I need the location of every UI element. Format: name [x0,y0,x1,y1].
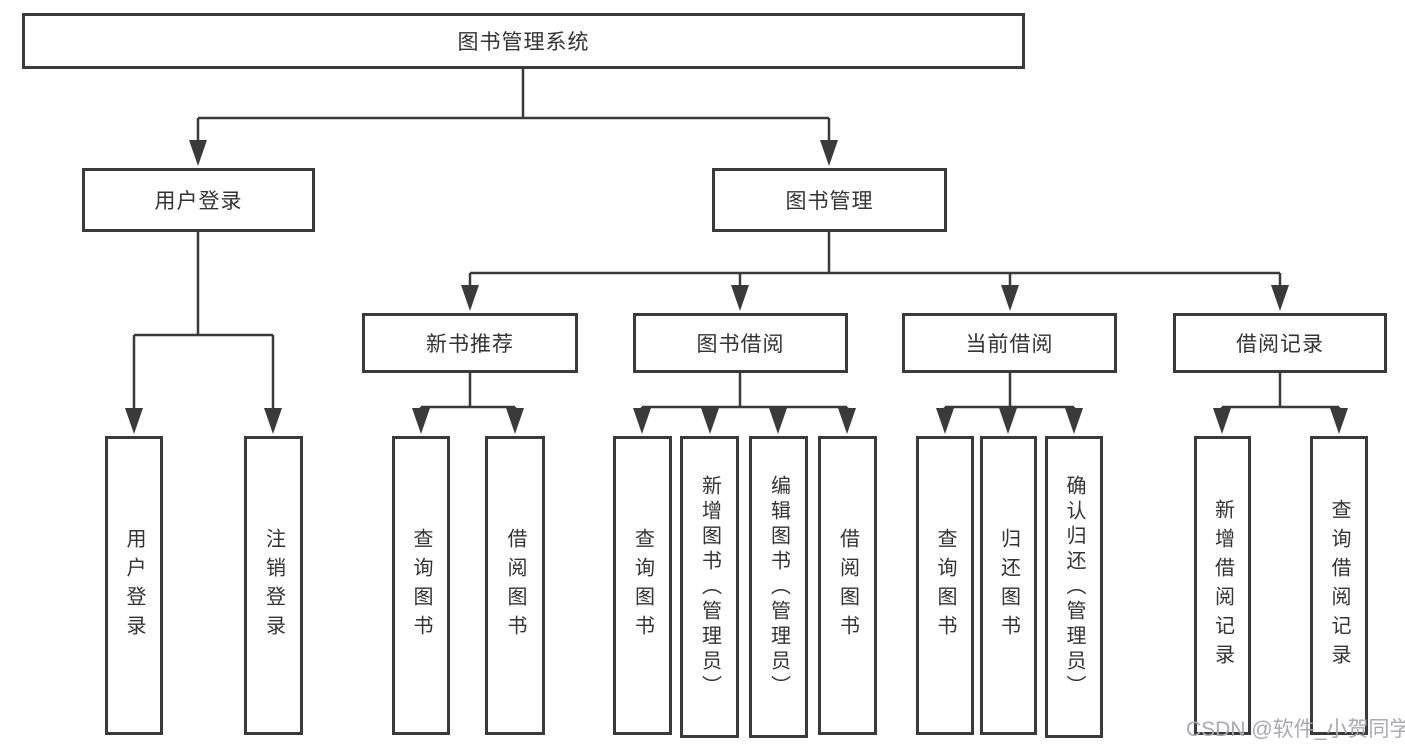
node-label: 借阅图书 [836,527,859,644]
node-label: 归还图书 [997,527,1020,644]
node-label: 图书管理 [785,190,874,213]
node-label: 图书借阅 [696,333,785,356]
leaf-borrow-books-recommend: 借阅图书 [485,436,545,735]
node-root: 图书管理系统 [22,13,1025,69]
node-book-management: 图书管理 [712,168,947,232]
leaf-add-borrow-record: 新增借阅记录 [1194,436,1251,735]
node-label: 用户登录 [123,527,145,644]
node-book-borrow: 图书借阅 [633,313,848,373]
node-label: 图书管理系统 [457,31,590,54]
node-label: 查询图书 [631,527,654,644]
arrowhead-group [125,140,1348,434]
node-label: 新增图书（管理员） [698,474,721,700]
leaf-query-books-current: 查询图书 [916,436,974,735]
leaf-logout: 注销登录 [244,436,303,735]
node-current-borrow: 当前借阅 [902,313,1117,373]
node-label: 用户登录 [154,190,243,213]
node-label: 当前借阅 [965,333,1054,356]
node-new-book-recommend: 新书推荐 [362,313,578,373]
node-label: 查询借阅记录 [1328,498,1350,673]
leaf-confirm-return-admin: 确认归还（管理员） [1045,436,1103,738]
node-user-login: 用户登录 [82,168,315,232]
node-label: 编辑图书（管理员） [767,474,790,700]
node-label: 借阅记录 [1236,333,1324,356]
node-label: 新增借阅记录 [1211,498,1234,673]
leaf-user-login: 用户登录 [105,436,163,735]
node-borrow-records: 借阅记录 [1173,313,1387,373]
leaf-add-book-admin: 新增图书（管理员） [680,436,739,738]
node-label: 确认归还（管理员） [1063,474,1085,700]
leaf-return-book: 归还图书 [980,436,1037,735]
leaf-query-borrow-record: 查询借阅记录 [1310,436,1368,735]
node-label: 借阅图书 [504,527,526,644]
leaf-borrow-books-2: 借阅图书 [818,436,877,735]
node-label: 新书推荐 [426,333,514,356]
node-label: 注销登录 [262,527,285,644]
leaf-edit-book-admin: 编辑图书（管理员） [749,436,808,738]
leaf-query-books-recommend: 查询图书 [392,436,450,735]
node-label: 查询图书 [934,527,956,644]
node-label: 查询图书 [410,527,432,644]
leaf-query-books-borrow: 查询图书 [613,436,672,735]
watermark: CSDN @软件_小贺同学 [1186,718,1405,741]
